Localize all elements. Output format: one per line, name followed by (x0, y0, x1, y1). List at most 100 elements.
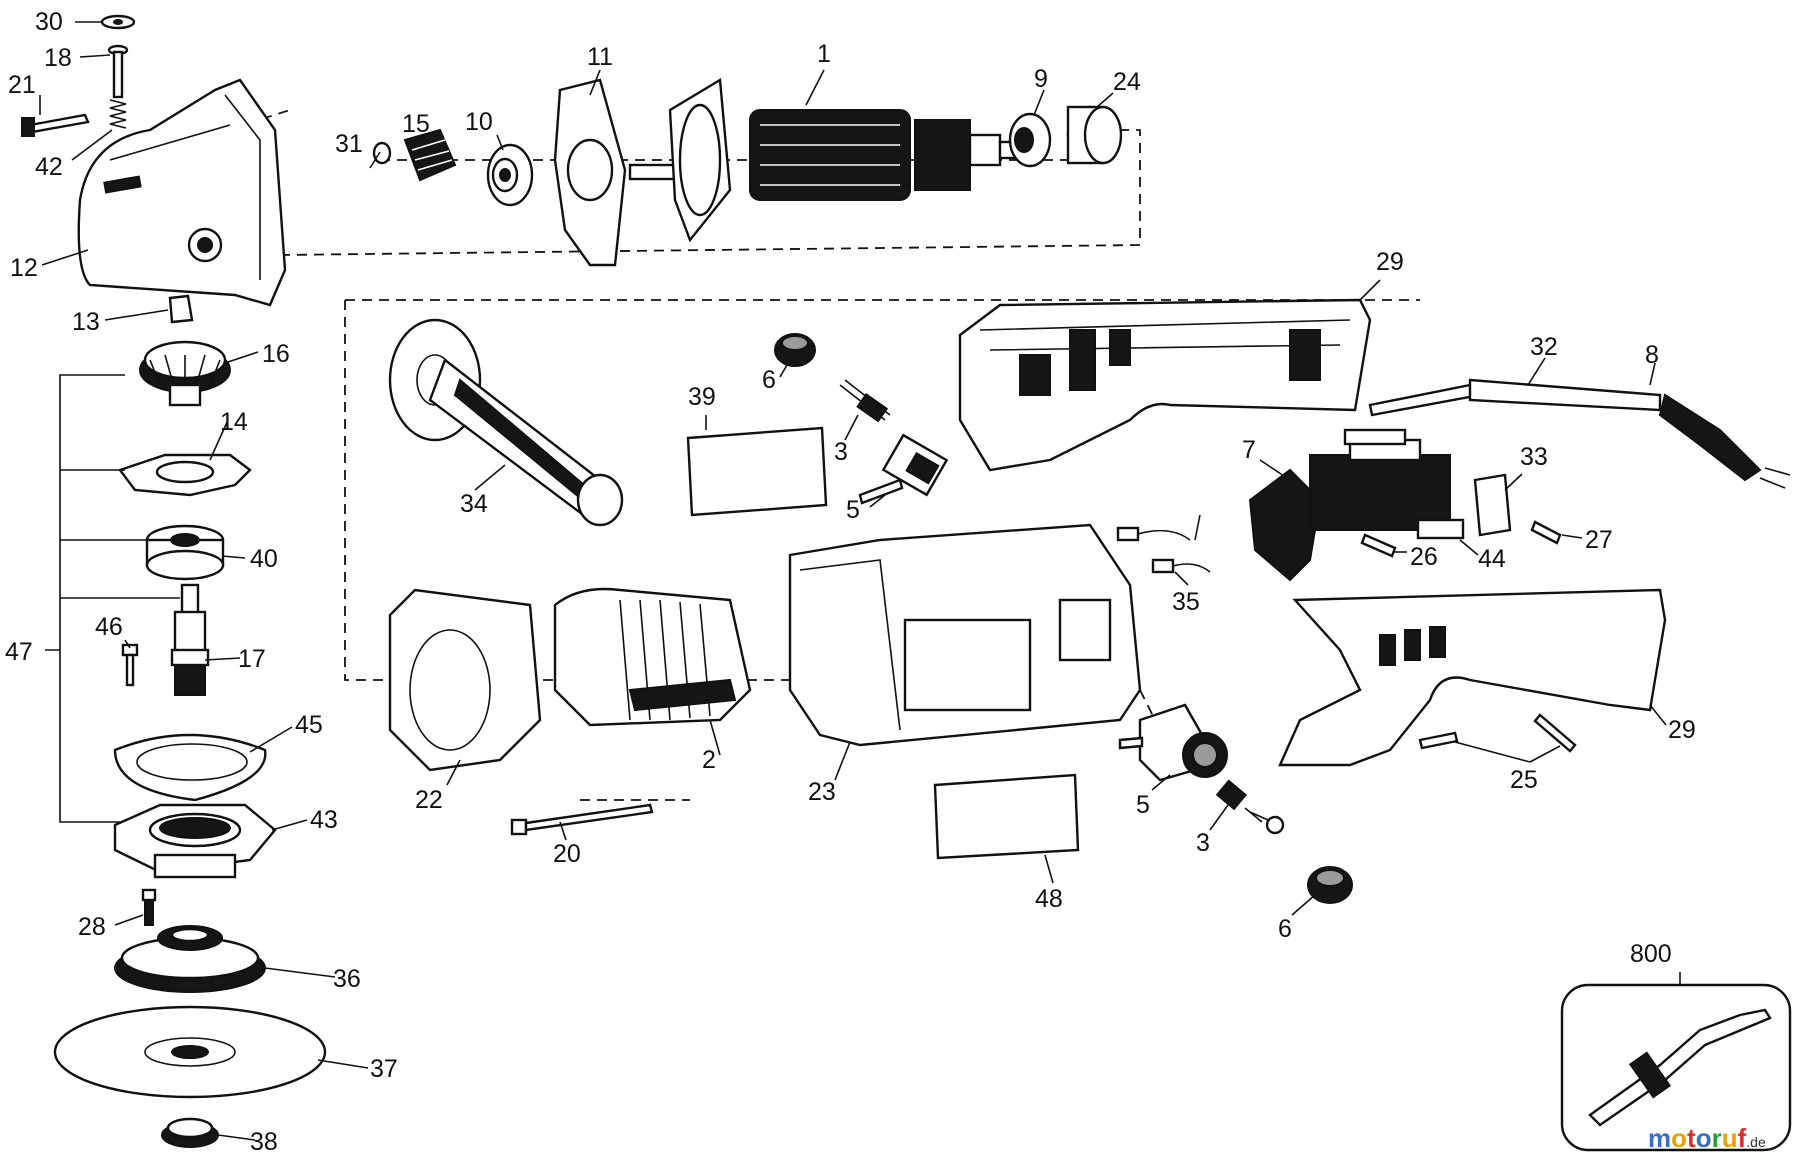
label-10: 10 (465, 108, 493, 136)
wm-tld: .de (1746, 1134, 1766, 1150)
motor-housing-part-23 (788, 523, 1142, 747)
screw-part-21 (21, 113, 90, 137)
label-3-top: 3 (834, 438, 848, 466)
assembly-bracket-47 (45, 374, 180, 823)
accessory-box-part-800 (1560, 983, 1792, 1152)
cord-part-32 (1368, 378, 1662, 417)
label-part-48 (933, 773, 1080, 860)
label-45: 45 (295, 711, 323, 739)
wheel-part-37 (53, 1005, 327, 1099)
screw-part-28 (141, 888, 157, 926)
brush-holder-part-5-bottom (1118, 703, 1228, 782)
label-17: 17 (238, 645, 266, 673)
label-16: 16 (262, 340, 290, 368)
label-3-bottom: 3 (1196, 829, 1210, 857)
label-31: 31 (335, 130, 363, 158)
plug-part-8 (1658, 393, 1791, 489)
label-37: 37 (370, 1055, 398, 1083)
side-handle-part-34 (388, 318, 624, 527)
watermark-logo: motoruf.de (1648, 1123, 1766, 1153)
label-15: 15 (402, 110, 430, 138)
leader-lines (39, 21, 1681, 1141)
label-20: 20 (553, 840, 581, 868)
switch-part-7 (1248, 428, 1451, 582)
wm-u: u (1722, 1123, 1738, 1153)
wm-o2: o (1696, 1123, 1712, 1153)
brush-part-3-bottom (1215, 779, 1285, 835)
washer-part-30 (100, 14, 136, 30)
gasket-part-45 (113, 733, 267, 802)
label-9: 9 (1034, 65, 1048, 93)
ring-part-31 (372, 141, 392, 165)
baffle-part-11 (553, 78, 627, 267)
wm-m: m (1648, 1123, 1671, 1153)
screws-part-25 (1418, 713, 1577, 753)
label-38: 38 (250, 1128, 278, 1156)
label-33: 33 (1520, 443, 1548, 471)
brush-holder-part-5-top (858, 433, 949, 505)
label-18: 18 (44, 44, 72, 72)
field-coil-part-2 (553, 587, 752, 727)
screw-part-27 (1530, 520, 1562, 545)
fan-baffle-part-22 (388, 588, 542, 772)
nut-part-38 (161, 1117, 219, 1148)
clamp-part-33 (1473, 473, 1512, 537)
retaining-plate-part-14 (118, 453, 252, 497)
label-35: 35 (1172, 588, 1200, 616)
label-27: 27 (1585, 526, 1613, 554)
label-25: 25 (1510, 766, 1538, 794)
label-5-top: 5 (846, 496, 860, 524)
label-23: 23 (808, 778, 836, 806)
label-11: 11 (587, 43, 613, 71)
bearing-part-40 (145, 524, 225, 581)
spring-part-42 (109, 99, 127, 129)
label-22: 22 (415, 786, 443, 814)
label-39: 39 (688, 383, 716, 411)
label-28: 28 (78, 913, 106, 941)
label-1: 1 (817, 40, 831, 68)
brush-part-3-top (839, 379, 891, 423)
bearing-part-9 (1008, 112, 1052, 168)
label-5-bottom: 5 (1136, 791, 1150, 819)
wm-t: t (1687, 1123, 1696, 1153)
label-36: 36 (333, 965, 361, 993)
pinion-part-15 (403, 128, 457, 182)
label-800: 800 (1630, 940, 1672, 968)
label-21: 21 (8, 71, 36, 99)
handle-housing-part-29-bottom (1278, 588, 1667, 767)
wm-o1: o (1671, 1123, 1687, 1153)
label-30: 30 (35, 8, 63, 36)
label-46: 46 (95, 613, 123, 641)
label-12: 12 (10, 254, 38, 282)
screw-part-20 (510, 803, 654, 836)
flange-part-36 (114, 925, 266, 993)
handle-housing-part-29-top (958, 298, 1372, 472)
label-32: 32 (1530, 333, 1558, 361)
label-24: 24 (1113, 68, 1141, 96)
bearing-part-10 (486, 143, 534, 207)
label-2: 2 (702, 746, 716, 774)
spindle-part-17 (170, 583, 210, 696)
label-44: 44 (1478, 545, 1506, 573)
label-6-top: 6 (762, 366, 776, 394)
nut-part-13 (168, 294, 194, 324)
brush-cap-part-6-top (774, 333, 816, 367)
label-48: 48 (1035, 885, 1063, 913)
screw-part-26 (1360, 533, 1397, 558)
part-number-labels: 30 18 21 42 12 13 16 14 40 46 17 47 45 4… (5, 8, 1696, 1156)
wm-r: r (1712, 1123, 1722, 1153)
bearing-sleeve-part-24 (1066, 105, 1123, 165)
screw-part-46 (121, 643, 139, 687)
bevel-gear-part-16 (139, 340, 231, 407)
pin-part-18 (107, 44, 129, 99)
svg-text:motoruf.de: motoruf.de (1648, 1123, 1766, 1153)
bearing-plate-part-43 (113, 803, 277, 879)
label-26: 26 (1410, 543, 1438, 571)
label-29-bottom: 29 (1668, 716, 1696, 744)
label-14: 14 (220, 408, 248, 436)
label-42: 42 (35, 153, 63, 181)
label-part-39 (686, 426, 828, 517)
label-8: 8 (1645, 341, 1659, 369)
label-6-bottom: 6 (1278, 915, 1292, 943)
